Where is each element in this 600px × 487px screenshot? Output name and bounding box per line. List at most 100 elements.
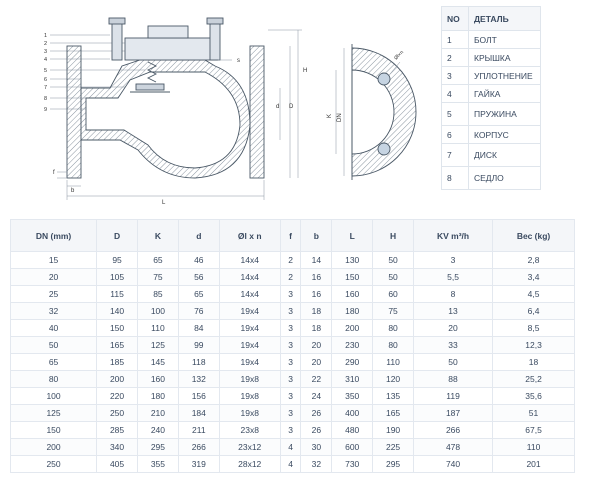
specs-cell: 84 xyxy=(177,319,220,337)
specs-cell: 250 xyxy=(9,455,98,473)
specs-cell: 190 xyxy=(372,421,414,439)
specs-cell: 130 xyxy=(331,251,374,269)
specs-cell: 18 xyxy=(492,353,575,371)
specs-cell: 110 xyxy=(136,319,179,337)
specs-cell: 185 xyxy=(96,353,138,371)
specs-cell: 285 xyxy=(96,421,138,439)
specs-cell: 19x4 xyxy=(218,336,281,354)
specs-cell: 110 xyxy=(492,438,575,456)
part-number: 3 xyxy=(441,66,469,85)
specs-cell: 51 xyxy=(492,404,575,422)
specs-cell: 19x4 xyxy=(218,302,281,320)
specs-cell: 200 xyxy=(331,319,374,337)
part-name: СЕДЛО xyxy=(468,166,541,190)
part-number: 8 xyxy=(441,166,469,190)
specs-cell: 340 xyxy=(96,438,138,456)
specs-cell: 319 xyxy=(177,455,220,473)
callout-6: 6 xyxy=(44,77,47,83)
specs-cell: 3 xyxy=(279,370,302,388)
specs-cell: 26 xyxy=(300,421,333,439)
part-name: БОЛТ xyxy=(468,30,541,49)
specs-header-cell: D xyxy=(96,219,138,252)
callout-8: 8 xyxy=(44,96,47,102)
specs-cell: 120 xyxy=(372,370,414,388)
dim-f-label: f xyxy=(53,170,55,176)
specs-cell: 201 xyxy=(492,455,575,473)
specs-cell: 405 xyxy=(96,455,138,473)
specs-cell: 14x4 xyxy=(218,268,281,286)
specs-cell: 240 xyxy=(136,421,179,439)
specs-cell: 105 xyxy=(96,268,138,286)
dim-d-label: d xyxy=(276,104,279,110)
specs-cell: 25,2 xyxy=(492,370,575,388)
part-name: ДИСК xyxy=(468,143,541,167)
specs-cell: 33 xyxy=(412,336,494,354)
specs-cell: 100 xyxy=(9,387,98,405)
specs-cell: 19x4 xyxy=(218,353,281,371)
part-name: ПРУЖИНА xyxy=(468,102,541,126)
specs-cell: 26 xyxy=(300,404,333,422)
specs-cell: 32 xyxy=(9,302,98,320)
dim-L-label: L xyxy=(162,200,166,206)
specs-cell: 3 xyxy=(279,302,302,320)
specs-header-cell: Вес (kg) xyxy=(492,219,575,252)
specs-cell: 50 xyxy=(412,353,494,371)
specs-cell: 3 xyxy=(279,387,302,405)
specs-cell: 100 xyxy=(136,302,179,320)
specs-cell: 200 xyxy=(9,438,98,456)
specs-cell: 4 xyxy=(279,438,302,456)
part-number: 6 xyxy=(441,125,469,144)
specs-cell: 135 xyxy=(372,387,414,405)
specs-cell: 65 xyxy=(9,353,98,371)
specs-cell: 8,5 xyxy=(492,319,575,337)
specs-cell: 160 xyxy=(136,370,179,388)
specs-cell: 110 xyxy=(372,353,414,371)
specs-cell: 80 xyxy=(372,336,414,354)
specs-cell: 2 xyxy=(279,251,302,269)
specs-header-cell: K xyxy=(136,219,179,252)
specs-cell: 28x12 xyxy=(218,455,281,473)
specs-cell: 19x4 xyxy=(218,319,281,337)
parts-header-no: NO xyxy=(441,6,469,31)
specs-header-cell: L xyxy=(331,219,374,252)
specs-cell: 88 xyxy=(412,370,494,388)
part-name: КРЫШКА xyxy=(468,48,541,67)
specs-cell: 16 xyxy=(300,285,333,303)
specs-cell: 310 xyxy=(331,370,374,388)
specs-cell: 19x8 xyxy=(218,370,281,388)
dim-b-label: b xyxy=(71,188,75,194)
specs-cell: 230 xyxy=(331,336,374,354)
callout-3: 3 xyxy=(44,49,47,55)
callout-4: 4 xyxy=(44,57,47,63)
flange-view xyxy=(351,44,417,180)
specs-cell: 3 xyxy=(279,421,302,439)
part-number: 2 xyxy=(441,48,469,67)
specs-cell: 3 xyxy=(279,319,302,337)
specs-cell: 24 xyxy=(300,387,333,405)
specs-header-cell: b xyxy=(300,219,333,252)
specs-cell: 3 xyxy=(412,251,494,269)
specs-cell: 160 xyxy=(331,285,374,303)
specs-header-cell: d xyxy=(177,219,220,252)
specs-cell: 150 xyxy=(96,319,138,337)
specs-cell: 18 xyxy=(300,319,333,337)
specs-cell: 225 xyxy=(372,438,414,456)
